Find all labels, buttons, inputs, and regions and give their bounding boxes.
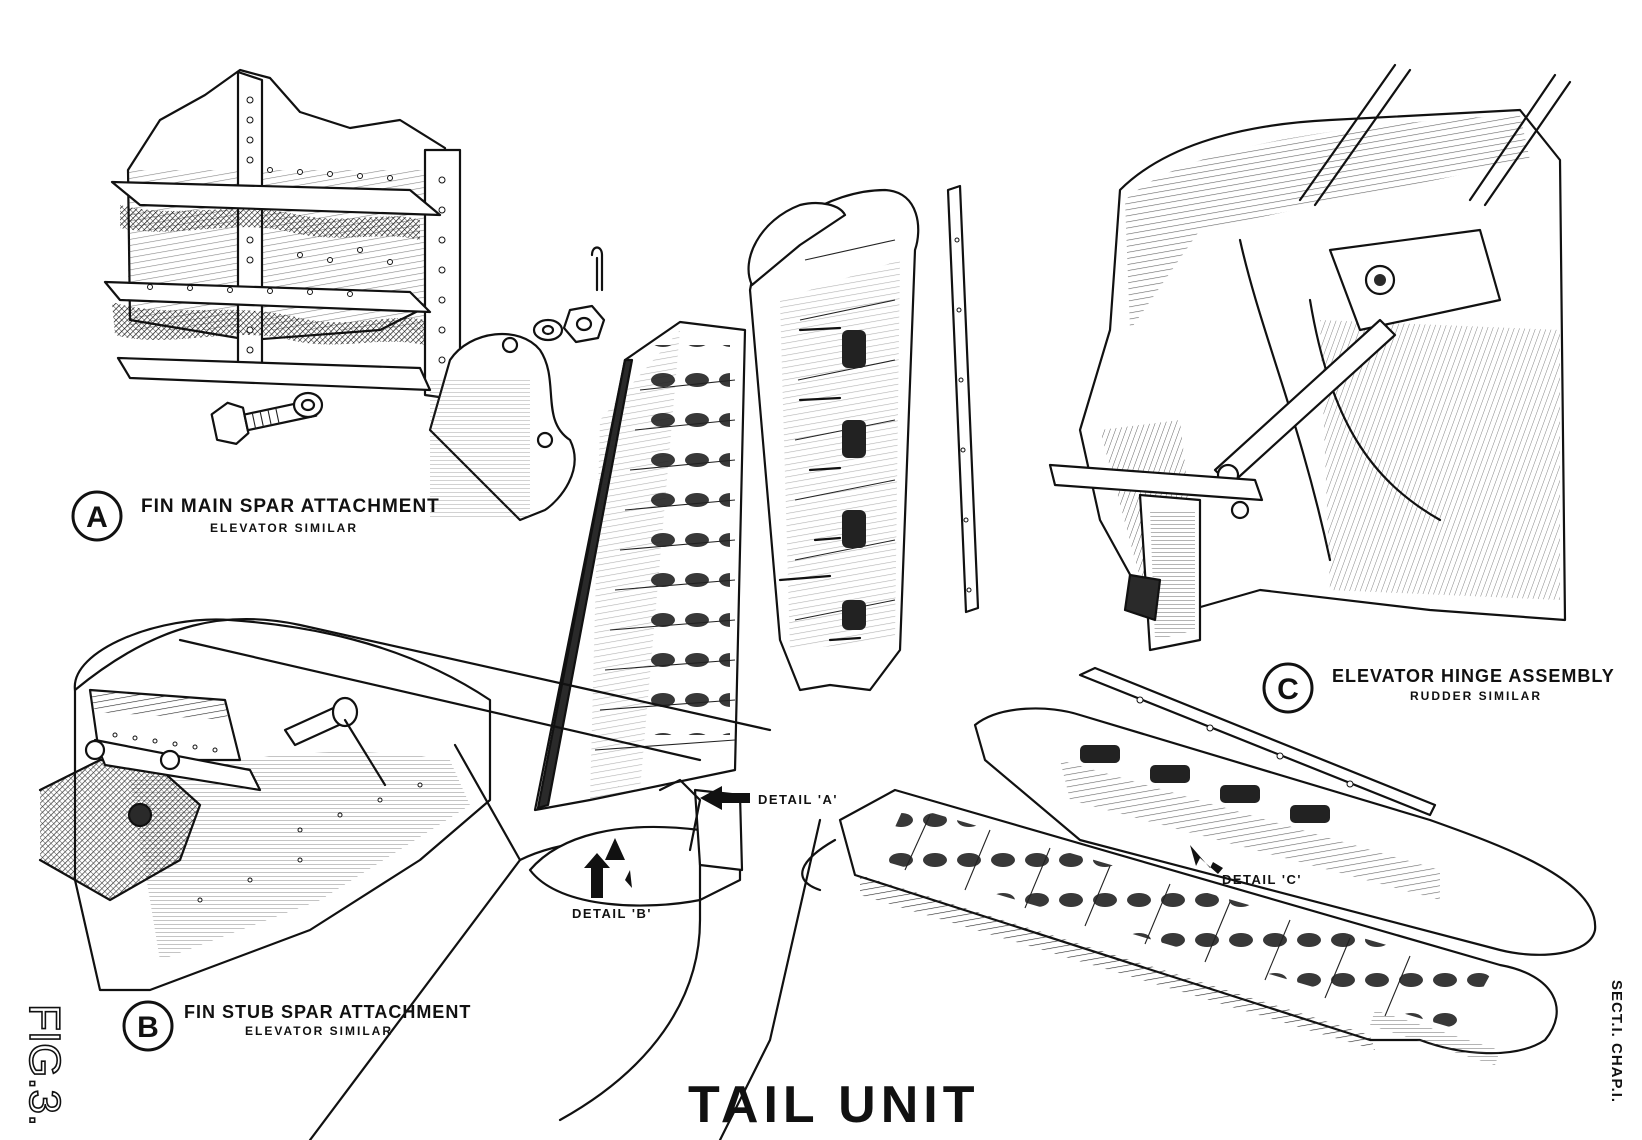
detail-b-arrow — [584, 853, 610, 898]
callout-c-letter: C — [1277, 673, 1299, 706]
callout-b-caption: FIN STUB SPAR ATTACHMENT — [184, 1002, 471, 1022]
callout-c-circle — [1262, 662, 1314, 714]
figure-label: FIG.3. — [20, 1004, 69, 1126]
fin-rib-holes — [650, 345, 730, 735]
callout-c-caption: ELEVATOR HINGE ASSEMBLY — [1332, 666, 1615, 686]
callout-a-subcaption: ELEVATOR SIMILAR — [210, 521, 358, 535]
rudder-structure — [747, 184, 980, 692]
detail-c-illustration — [1048, 63, 1572, 652]
detail-b-pointer: DETAIL 'B' — [572, 853, 652, 921]
callout-a-circle — [71, 490, 123, 542]
fin-structure — [533, 320, 747, 812]
elevator-structure — [801, 666, 1597, 1065]
section-reference: SECT.I. CHAP.I. — [1608, 980, 1625, 1103]
tailplane-rib-holes — [880, 805, 1490, 1030]
callout-c-subcaption: RUDDER SIMILAR — [1410, 689, 1542, 703]
detail-a-pointer: DETAIL 'A' — [700, 786, 838, 810]
detail-c-arrow — [1190, 845, 1223, 874]
callout-b-subcaption: ELEVATOR SIMILAR — [245, 1024, 393, 1038]
callout-b-circle — [122, 1000, 174, 1052]
detail-a-arrow — [700, 786, 750, 810]
callout-a-letter: A — [86, 501, 108, 534]
diagram-title: TAIL UNIT — [688, 1076, 980, 1134]
detail-c-pointer: DETAIL 'C' — [1190, 845, 1302, 887]
callout-a-caption: FIN MAIN SPAR ATTACHMENT — [141, 496, 440, 517]
detail-a-label: DETAIL 'A' — [758, 792, 838, 807]
callout-b: B FIN STUB SPAR ATTACHMENT ELEVATOR SIMI… — [122, 1000, 471, 1052]
detail-c-label: DETAIL 'C' — [1222, 872, 1302, 887]
callout-c: C ELEVATOR HINGE ASSEMBLY RUDDER SIMILAR — [1262, 662, 1615, 714]
detail-b-illustration — [38, 617, 772, 1140]
callout-b-letter: B — [137, 1011, 159, 1044]
callout-a: A FIN MAIN SPAR ATTACHMENT ELEVATOR SIMI… — [71, 490, 440, 542]
detail-b-label: DETAIL 'B' — [572, 906, 652, 921]
detail-a-illustration — [103, 68, 606, 522]
fuselage-stub — [528, 778, 822, 1140]
